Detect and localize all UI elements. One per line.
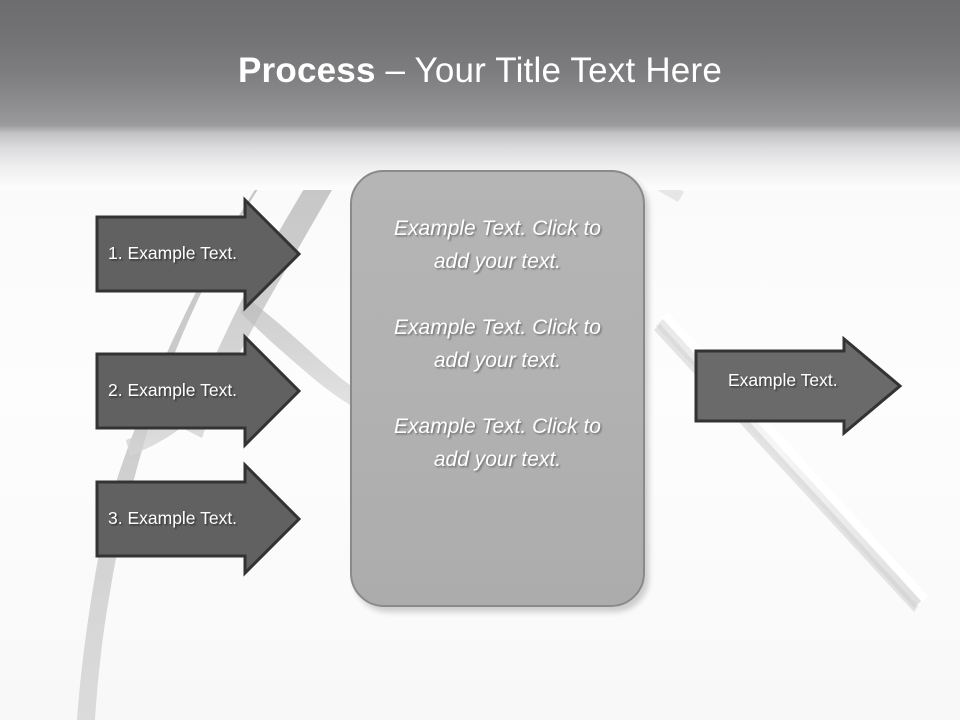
page-title: Process – Your Title Text Here	[0, 48, 960, 93]
title-strong-part: Process	[238, 51, 376, 90]
output-arrow[interactable]: Example Text.	[694, 335, 903, 437]
center-box-paragraph-2: Example Text. Click to add your text.	[394, 316, 601, 372]
input-arrow-3[interactable]: 3. Example Text.	[95, 461, 302, 577]
center-box-paragraph-1: Example Text. Click to add your text.	[394, 217, 601, 273]
slide-header-band: Process – Your Title Text Here	[0, 0, 960, 190]
branch-shape-stub	[240, 300, 360, 406]
title-rest-part: – Your Title Text Here	[375, 51, 722, 90]
input-arrow-2[interactable]: 2. Example Text.	[95, 333, 302, 449]
input-arrow-1[interactable]: 1. Example Text.	[95, 196, 302, 312]
process-center-box[interactable]: Example Text. Click to add your text. Ex…	[350, 170, 645, 607]
center-box-paragraph-3: Example Text. Click to add your text.	[394, 415, 601, 471]
